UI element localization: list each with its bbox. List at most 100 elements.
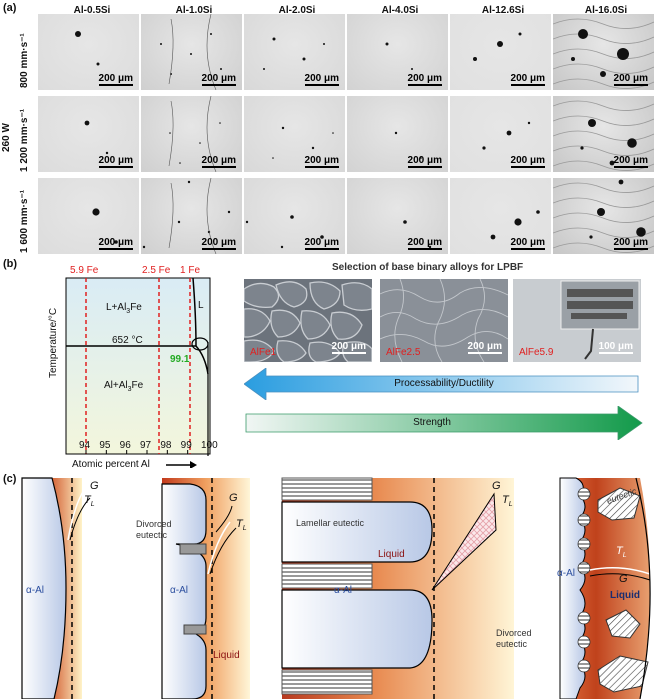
solidification-schematic xyxy=(21,477,651,699)
micrograph-r2-c3: 200 μm xyxy=(244,96,345,172)
x-tick-label: 98 xyxy=(160,440,172,451)
x-tick-label: 100 xyxy=(201,440,218,451)
c3-g-label: G xyxy=(492,480,501,492)
micrograph-r1-c3: 200 μm xyxy=(244,14,345,90)
phase-diagram xyxy=(65,277,211,468)
c4-tl-label: TL xyxy=(616,545,627,560)
scale-bar-label: 200 μm xyxy=(613,73,649,86)
col-label-al-16-0si: Al-16.0Si xyxy=(584,5,628,16)
c1-tl-label: TL xyxy=(84,494,95,509)
c4-divorced-eutectic: Divorced eutectic xyxy=(496,628,532,649)
row-label-1600: 1 600 mm·s⁻¹ xyxy=(19,189,30,253)
liquidus-line xyxy=(192,277,197,347)
c2-liquid: Liquid xyxy=(213,650,240,661)
label-eutectic-temp: 652 °C xyxy=(112,335,143,346)
micrograph-r3-c6: 200 μm xyxy=(553,178,654,254)
fe-mark-1: 1 Fe xyxy=(180,265,201,276)
x-axis-arrow-head xyxy=(190,461,197,468)
micrograph-r2-c4: 200 μm xyxy=(347,96,448,172)
c4-liquid: Liquid xyxy=(610,590,640,601)
sem-texture-3 xyxy=(513,279,641,362)
sem-label-alfe2-5: AlFe2.5 xyxy=(386,347,421,358)
x-tick-label: 95 xyxy=(99,440,111,451)
c4-alpha-al: α-Al xyxy=(557,568,576,579)
c4-g-label: G xyxy=(619,573,628,585)
power-label: 260 W xyxy=(1,123,12,152)
scale-bar-label: 200 μm xyxy=(613,237,649,250)
c3-liquid: Liquid xyxy=(378,549,405,560)
micrograph-r2-c2: 200 μm xyxy=(141,96,242,172)
fe-mark-5-9: 5.9 Fe xyxy=(70,265,99,276)
fe-mark-2-5: 2.5 Fe xyxy=(142,265,171,276)
c1-alpha-al: α-Al xyxy=(26,585,45,596)
sem-label-alfe5-9: AlFe5.9 xyxy=(519,347,554,358)
micrograph-r1-c6: 200 μm xyxy=(553,14,654,90)
strength-arrow xyxy=(245,406,643,440)
sem-image-alfe1: AlFe1 200 μm xyxy=(244,279,372,362)
scale-bar-label: 200 μm xyxy=(510,237,546,250)
scale-bar-label: 200 μm xyxy=(304,237,340,250)
stage-1 xyxy=(21,477,91,699)
selection-title: Selection of base binary alloys for LPBF xyxy=(332,262,524,273)
sem-scale-alfe5-9: 100 μm xyxy=(598,341,633,354)
scale-bar-label: 200 μm xyxy=(98,73,134,86)
micrograph-r3-c1: 200 μm xyxy=(38,178,139,254)
sem-texture-1 xyxy=(244,279,372,362)
x-tick-label: 99 xyxy=(180,440,192,451)
stage-2 xyxy=(161,478,250,699)
sem-scale-alfe1: 200 μm xyxy=(331,341,366,354)
sem-image-alfe2-5: AlFe2.5 200 μm xyxy=(380,279,508,362)
c2-g-label: G xyxy=(229,492,238,504)
row-label-800: 800 mm·s⁻¹ xyxy=(19,33,30,88)
panel-a-letter: (a) xyxy=(3,2,17,14)
scale-bar-label: 200 μm xyxy=(613,155,649,168)
phase-diagram-frame xyxy=(65,277,211,455)
micrograph-r2-c6: 200 μm xyxy=(553,96,654,172)
label-al-al3fe: Al+Al3Fe xyxy=(104,380,144,393)
micrograph-r3-c4: 200 μm xyxy=(347,178,448,254)
c3-tl-label: TL xyxy=(502,494,513,509)
label-liquid-l: L xyxy=(198,300,204,311)
sem-label-alfe1: AlFe1 xyxy=(250,347,277,358)
panel-b-letter: (b) xyxy=(3,258,18,270)
y-axis-label: Temperature/°C xyxy=(48,307,59,378)
c3-alpha-al: α-Al xyxy=(334,585,353,596)
c3-lamellar-eutectic: Lamellar eutectic xyxy=(296,518,365,528)
scale-bar-label: 200 μm xyxy=(201,155,237,168)
micrograph-r2-c5: 200 μm xyxy=(450,96,551,172)
scale-bar-label: 200 μm xyxy=(98,237,134,250)
micrograph-r1-c2: 200 μm xyxy=(141,14,242,90)
x-tick-label: 96 xyxy=(119,440,131,451)
micrograph-r1-c4: 200 μm xyxy=(347,14,448,90)
scale-bar-label: 200 μm xyxy=(407,237,443,250)
scale-bar-label: 200 μm xyxy=(98,155,134,168)
micrograph-r1-c1: 200 μm xyxy=(38,14,139,90)
col-label-al-0-5si: Al-0.5Si xyxy=(73,5,111,16)
scale-bar-label: 200 μm xyxy=(510,155,546,168)
scale-bar-label: 200 μm xyxy=(304,155,340,168)
stage-4 xyxy=(559,477,651,699)
label-l-al3fe: L+Al3Fe xyxy=(106,302,142,315)
col-label-al-1-0si: Al-1.0Si xyxy=(175,5,213,16)
x-axis-label: Atomic percent Al xyxy=(72,459,150,470)
col-label-al-2-0si: Al-2.0Si xyxy=(278,5,316,16)
stage-3 xyxy=(281,477,514,699)
scale-bar-label: 200 μm xyxy=(201,73,237,86)
scale-bar-label: 200 μm xyxy=(407,73,443,86)
micrograph-r3-c5: 200 μm xyxy=(450,178,551,254)
x-tick-label: 94 xyxy=(79,440,91,451)
sem-image-alfe5-9: AlFe5.9 100 μm xyxy=(513,279,641,362)
c1-g-label: G xyxy=(90,480,99,492)
row-label-1200: 1 200 mm·s⁻¹ xyxy=(19,108,30,172)
label-eutectic-comp: 99.1 xyxy=(170,354,190,365)
micrograph-r1-c5: 200 μm xyxy=(450,14,551,90)
scale-bar-label: 200 μm xyxy=(407,155,443,168)
scale-bar-label: 200 μm xyxy=(304,73,340,86)
c2-divorced-eutectic: Divorced eutectic xyxy=(136,519,172,540)
x-ticks xyxy=(85,450,209,454)
micrograph-r2-c1: 200 μm xyxy=(38,96,139,172)
c2-alpha-al: α-Al xyxy=(170,585,189,596)
x-tick-label: 97 xyxy=(140,440,152,451)
sem-scale-alfe2-5: 200 μm xyxy=(467,341,502,354)
col-label-al-12-6si: Al-12.6Si xyxy=(481,5,525,16)
